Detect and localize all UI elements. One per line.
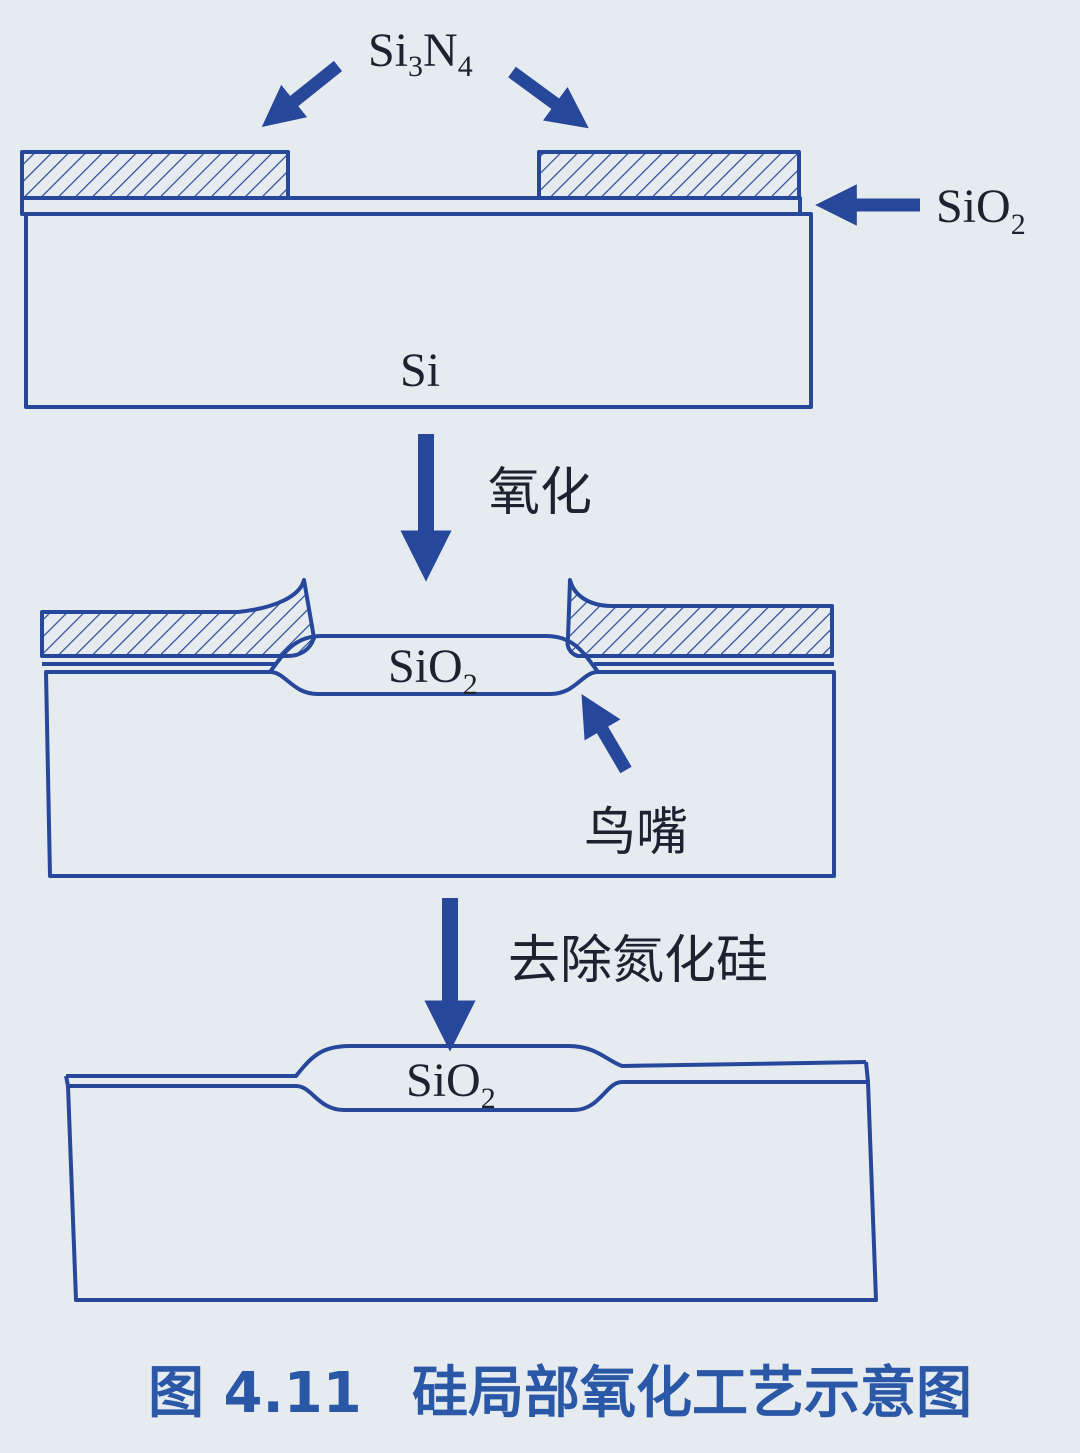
final-oxide-label: SiO2	[406, 1054, 496, 1115]
nitride-block-right	[537, 150, 801, 200]
nitride-arrows	[261, 60, 589, 129]
bird-beak-label: 鸟嘴	[584, 803, 688, 863]
figure-number: 图 4.11	[148, 1361, 362, 1426]
substrate-label: Si	[400, 344, 440, 397]
pad-oxide-label: SiO2	[936, 180, 1026, 241]
step2-structure	[40, 578, 836, 878]
nitride-block-left	[20, 150, 290, 200]
step3-structure	[64, 1044, 878, 1302]
arrow-to-right-nitride	[508, 66, 589, 129]
oxidation-step-label: 氧化	[488, 463, 592, 523]
silicon-substrate-oxidized	[44, 670, 836, 878]
nitride-right-lifted	[565, 578, 834, 658]
pad-oxide-layer	[20, 196, 802, 216]
thin-oxide-right-edge	[864, 1061, 870, 1083]
remove-nitride-step-label: 去除氮化硅	[508, 931, 768, 991]
bird-beak-arrow	[581, 694, 632, 774]
step1-structure	[20, 150, 813, 409]
nitride-label: Si3N4	[368, 24, 473, 83]
field-oxide-label: SiO2	[388, 640, 478, 701]
nitride-left-lifted	[40, 578, 316, 658]
figure-title: 硅局部氧化工艺示意图	[412, 1361, 972, 1426]
thin-oxide-left-edge	[64, 1075, 70, 1087]
field-oxide-final-top	[66, 1044, 867, 1078]
arrow-to-left-nitride	[261, 60, 343, 127]
silicon-substrate-final	[66, 1080, 878, 1302]
